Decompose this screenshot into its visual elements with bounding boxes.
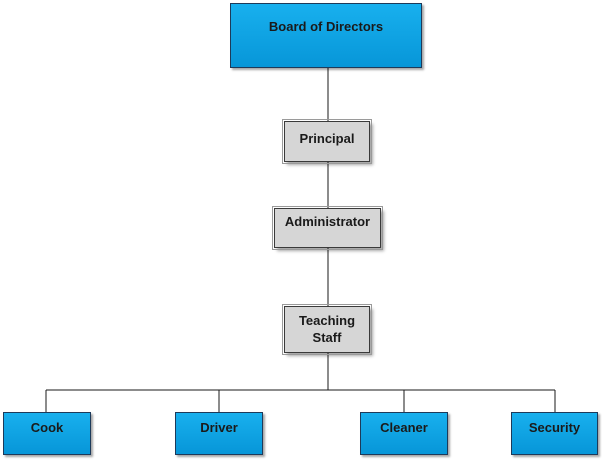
node-principal[interactable]: Principal	[282, 119, 372, 164]
node-board-label: Board of Directors	[268, 19, 384, 34]
node-administrator-label: Administrator	[284, 214, 371, 229]
node-cook-label: Cook	[30, 420, 64, 435]
node-teaching-staff-label: Teaching Staff	[299, 312, 355, 346]
node-driver-label: Driver	[200, 420, 238, 435]
node-security-label: Security	[528, 420, 581, 435]
node-teaching-staff[interactable]: Teaching Staff	[282, 304, 372, 355]
node-security[interactable]: Security	[511, 412, 598, 455]
node-teaching-staff-line1: Teaching	[298, 313, 356, 328]
node-driver[interactable]: Driver	[175, 412, 263, 455]
node-principal-label: Principal	[299, 131, 355, 146]
node-teaching-staff-line2: Staff	[312, 330, 342, 345]
node-administrator[interactable]: Administrator	[272, 206, 383, 250]
node-cleaner-label: Cleaner	[380, 420, 428, 435]
node-cleaner[interactable]: Cleaner	[360, 412, 448, 455]
node-cook[interactable]: Cook	[3, 412, 91, 455]
node-board-of-directors[interactable]: Board of Directors	[230, 3, 422, 68]
